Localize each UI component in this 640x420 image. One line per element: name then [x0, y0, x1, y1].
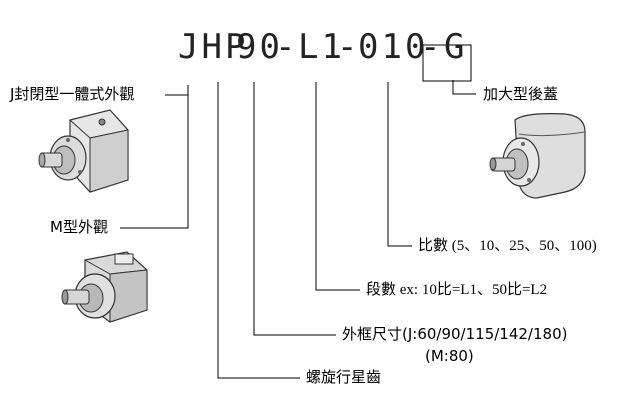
connector-j-type — [165, 85, 189, 96]
model-code-separator-3: - — [420, 27, 444, 67]
model-code-series: JHP — [178, 27, 249, 67]
j-type-gearbox-picture — [38, 109, 129, 193]
rear-cover-code-box — [422, 44, 472, 82]
connector-m-type — [120, 95, 189, 229]
label-j-type: J封閉型一體式外觀 — [10, 85, 135, 103]
label-m-type: M型外觀 — [50, 218, 108, 236]
label-gear: 螺旋行星齒 — [306, 368, 382, 386]
label-ratio: 比數 (5、10、25、50、100) — [418, 238, 597, 254]
model-code-separator-1: - — [275, 27, 299, 67]
connector-ratio — [387, 82, 412, 247]
large-rear-cover-gearbox-picture — [489, 113, 586, 199]
model-code-rear-cover: G — [444, 27, 468, 67]
label-rear-cover: 加大型後蓋 — [483, 85, 559, 103]
connector-stage — [315, 82, 360, 291]
model-code-stage: L1 — [298, 27, 345, 67]
label-stage: 段數 ex: 10比=L1、50比=L2 — [366, 282, 548, 298]
m-type-gearbox-picture — [61, 251, 148, 323]
label-frame-size-m: (M:80) — [425, 347, 474, 365]
connector-frame — [253, 82, 336, 336]
connector-gear — [217, 82, 300, 379]
model-code-ratio: 010 — [358, 27, 429, 67]
label-frame-size: 外框尺寸(J:60/90/115/142/180) — [342, 325, 568, 343]
connector-rear-cover — [452, 80, 476, 95]
model-code-frame: 90 — [236, 27, 283, 67]
model-code-separator-2: - — [337, 27, 361, 67]
